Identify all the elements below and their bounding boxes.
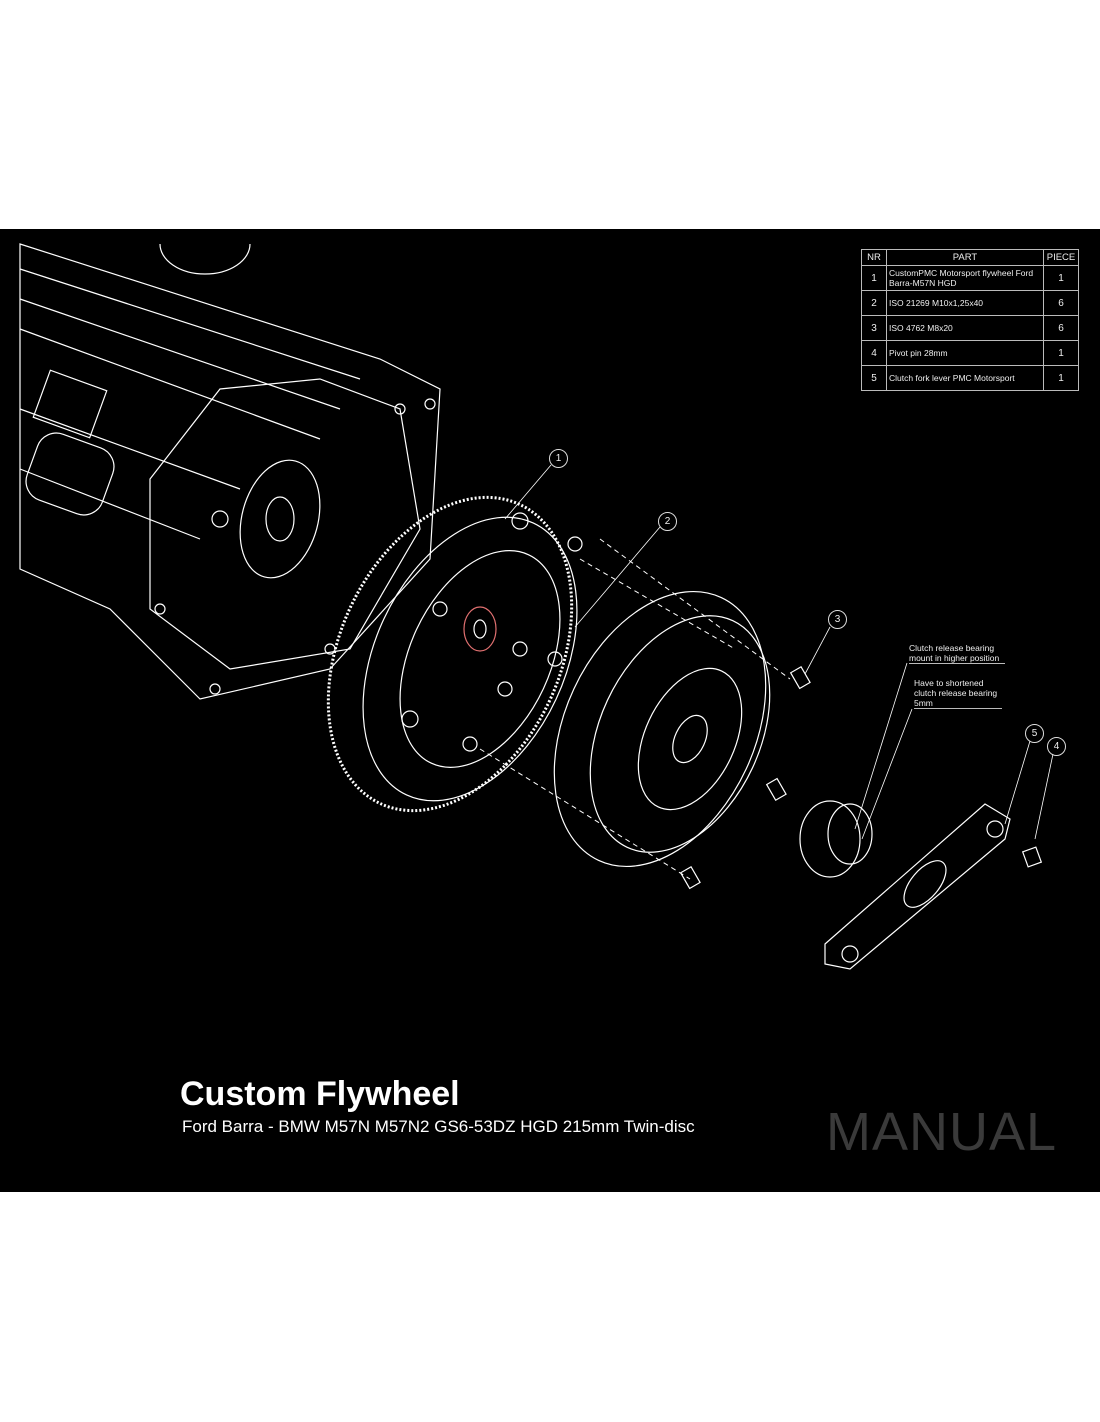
- cell-piece: 1: [1043, 365, 1079, 391]
- cell-part: ISO 21269 M10x1,25x40: [886, 290, 1044, 316]
- clutch-assembly: [553, 590, 811, 890]
- callout-5: 5: [1025, 724, 1044, 743]
- cell-part: Pivot pin 28mm: [886, 340, 1044, 366]
- page-title: Custom Flywheel: [180, 1075, 460, 1113]
- engine-block: [19, 243, 441, 700]
- leader-lines: [504, 464, 1054, 840]
- cell-piece: 6: [1043, 315, 1079, 341]
- clutch-fork-lever: [824, 803, 1043, 970]
- header-part: PART: [886, 249, 1044, 266]
- callout-2: 2: [658, 512, 677, 531]
- callout-4: 4: [1047, 737, 1066, 756]
- cell-part: ISO 4762 M8x20: [886, 315, 1044, 341]
- cell-nr: 5: [861, 365, 887, 391]
- cell-part: CustomPMC Motorsport flywheel Ford Barra…: [886, 265, 1044, 291]
- cell-part: Clutch fork lever PMC Motorsport: [886, 365, 1044, 391]
- page-subtitle: Ford Barra - BMW M57N M57N2 GS6-53DZ HGD…: [182, 1117, 695, 1136]
- header-piece: PIECE: [1043, 249, 1079, 266]
- cell-piece: 1: [1043, 340, 1079, 366]
- cell-nr: 4: [861, 340, 887, 366]
- callout-1: 1: [549, 449, 568, 468]
- cell-nr: 2: [861, 290, 887, 316]
- release-bearing: [799, 800, 873, 878]
- callout-3: 3: [828, 610, 847, 629]
- cell-nr: 3: [861, 315, 887, 341]
- cell-nr: 1: [861, 265, 887, 291]
- pressure-plate: [479, 538, 791, 880]
- header-nr: NR: [861, 249, 887, 266]
- flywheel: [326, 495, 583, 813]
- exploded-view-drawing: [19, 243, 1054, 970]
- cell-piece: 6: [1043, 290, 1079, 316]
- cell-piece: 1: [1043, 265, 1079, 291]
- note-bearing-shorten: Have to shortened clutch release bearing…: [914, 678, 1002, 709]
- note-bearing-mount: Clutch release bearing mount in higher p…: [909, 643, 1005, 664]
- manual-watermark: MANUAL: [826, 1102, 1058, 1162]
- table-header-row: NR PART PIECE: [861, 249, 1079, 266]
